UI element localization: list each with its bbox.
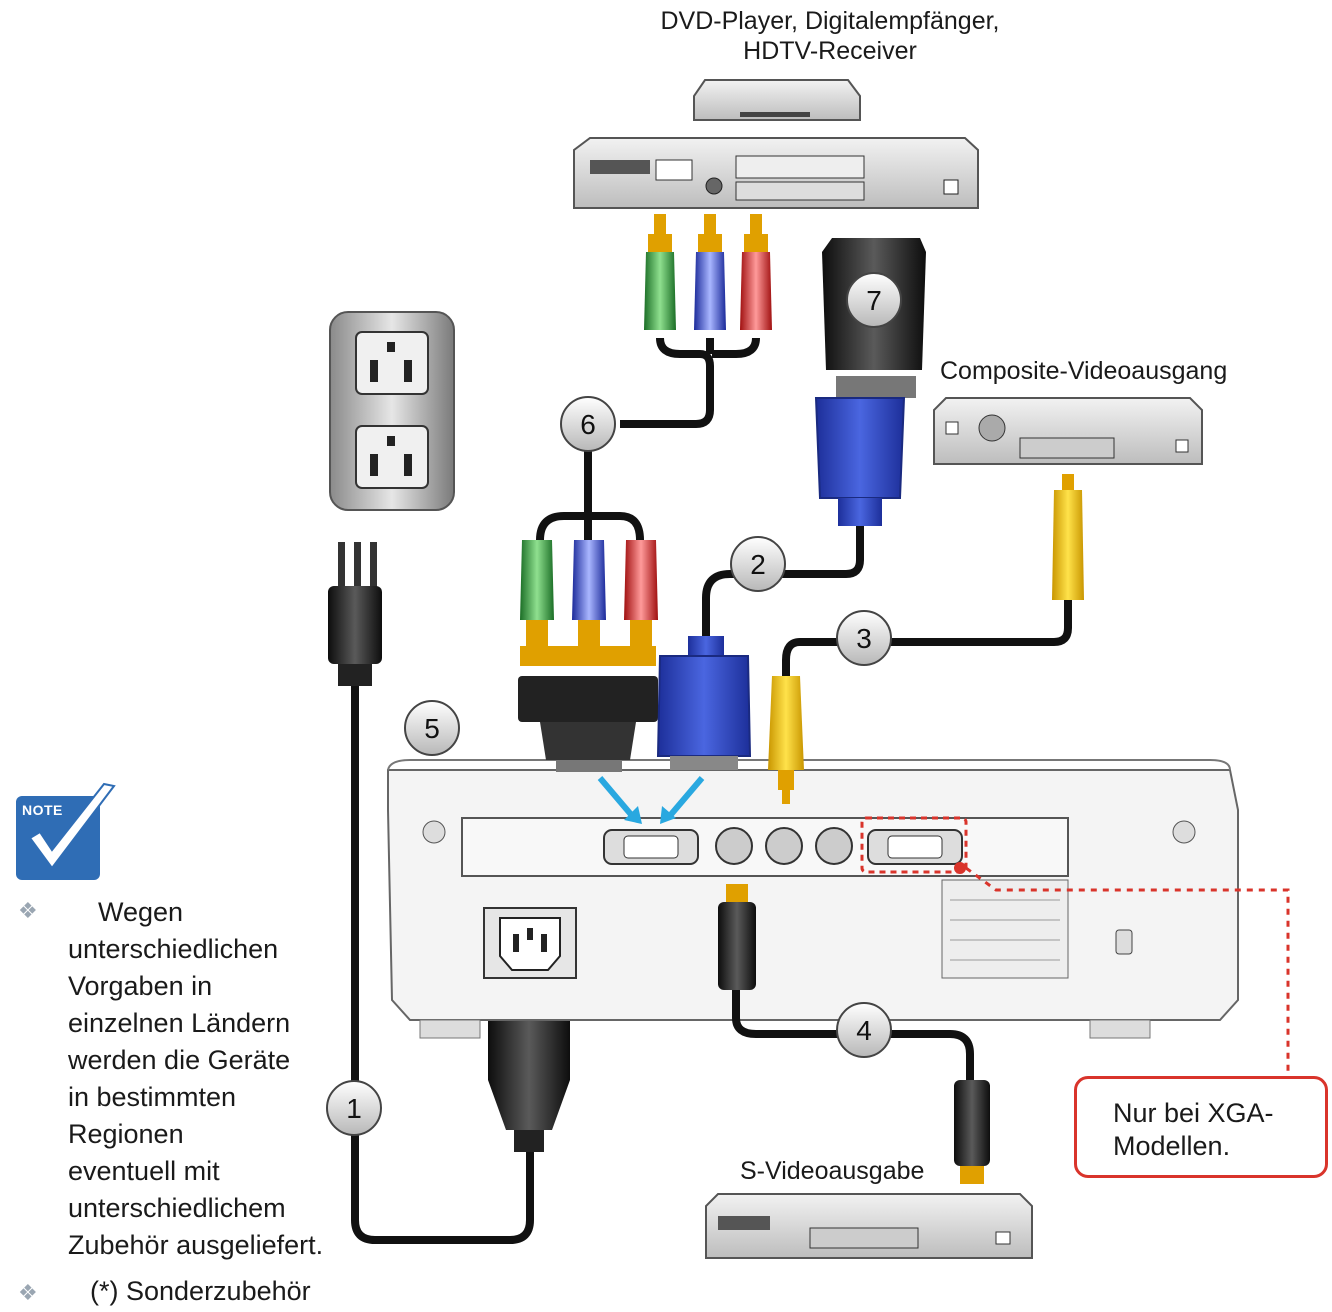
- dvd-player-icon: [693, 79, 861, 121]
- composite-video-device-icon: [933, 397, 1203, 465]
- xga-callout-line-2: Modellen.: [1113, 1131, 1231, 1161]
- composite-cable: [782, 600, 1072, 676]
- xga-dashed-leader: [965, 866, 1290, 1076]
- note-line-5: werden die Geräte: [68, 1045, 291, 1075]
- arrow-component-to-port: [597, 776, 637, 820]
- rca-green-plug-bottom: [520, 540, 554, 646]
- note-line-2: unterschiedlichen: [68, 934, 279, 964]
- rca-red-plug-bottom: [624, 540, 658, 646]
- note-line-1: Wegen: [98, 897, 184, 927]
- xga-port-highlight: [860, 816, 968, 874]
- arrow-component-head: [624, 806, 642, 824]
- vga-connector-bottom-icon: [656, 636, 752, 770]
- power-connector-icon: [488, 990, 570, 1152]
- component-vga-adapter-icon: [518, 646, 658, 772]
- svideo-label: S-Videoausgabe: [740, 1157, 925, 1185]
- xga-highlight-dot: [954, 862, 966, 874]
- cable-number-5: 5: [404, 700, 460, 756]
- cable-number-2: 2: [730, 536, 786, 592]
- note-badge-label: NOTE: [22, 802, 63, 818]
- cable-number-4: 4: [836, 1002, 892, 1058]
- rca-yellow-plug-top: [1052, 474, 1084, 600]
- svg-text:6: 6: [580, 409, 596, 440]
- note-line-10: Zubehör ausgeliefert.: [68, 1230, 324, 1260]
- xga-callout-line-1: Nur bei XGA-: [1113, 1098, 1274, 1128]
- note-icon: [16, 782, 116, 880]
- svg-text:4: 4: [856, 1015, 872, 1046]
- svg-text:1: 1: [346, 1093, 362, 1124]
- note-line-7: Regionen: [68, 1119, 184, 1149]
- dvd-receiver-label: DVD-Player, Digitalempfänger, HDTV-Recei…: [620, 6, 1040, 66]
- dvd-label-line-1: DVD-Player, Digitalempfänger,: [660, 7, 1000, 35]
- power-cable: [351, 686, 534, 1244]
- component-cable-split: [536, 512, 644, 541]
- rca-yellow-plug-bottom: [768, 676, 804, 804]
- power-plug-icon: [328, 542, 382, 686]
- svideo-device-icon: [705, 1193, 1033, 1259]
- accessory-note: (*) Sonderzubehör: [90, 1276, 311, 1306]
- projector-icon: [387, 759, 1239, 1039]
- rca-green-plug-top: [644, 214, 676, 330]
- hdtv-receiver-icon: [573, 137, 979, 209]
- cable-number-3: 3: [836, 610, 892, 666]
- note-line-9: unterschiedlichem: [68, 1193, 286, 1223]
- xga-callout-box: Nur bei XGA- Modellen.: [1074, 1076, 1328, 1178]
- wall-outlet-icon: [329, 311, 455, 511]
- component-cable-c: [712, 337, 760, 358]
- rca-blue-plug-top: [694, 214, 726, 330]
- svg-text:5: 5: [424, 713, 440, 744]
- svg-text:3: 3: [856, 623, 872, 654]
- cable-number-1: 1: [326, 1080, 382, 1136]
- composite-video-label: Composite-Videoausgang: [940, 357, 1228, 385]
- rca-red-plug-top: [740, 214, 772, 330]
- note-line-6: in bestimmten: [68, 1082, 237, 1112]
- accessory-bullet-icon: ❖: [18, 1280, 38, 1305]
- note-line-4: einzelnen Ländern: [68, 1008, 291, 1038]
- note-bullet-icon: ❖: [18, 898, 38, 923]
- cable-number-7: 7: [846, 272, 902, 328]
- svideo-plug-bottom: [954, 1080, 990, 1184]
- arrow-vga-head: [660, 806, 676, 824]
- vga-cable: [702, 526, 864, 640]
- svg-text:7: 7: [866, 285, 882, 316]
- dvd-label-line-2: HDTV-Receiver: [743, 37, 917, 65]
- note-line-3: Vorgaben in: [68, 971, 213, 1001]
- rca-blue-plug-bottom: [572, 540, 606, 646]
- svg-text:2: 2: [750, 549, 766, 580]
- arrow-vga-to-port: [665, 776, 705, 820]
- svideo-plug-top: [718, 884, 756, 990]
- component-cable: [620, 337, 714, 428]
- note-line-8: eventuell mit: [68, 1156, 220, 1186]
- note-text: Wegen unterschiedlichen Vorgaben in einz…: [68, 894, 368, 1264]
- cable-number-6: 6: [560, 396, 616, 452]
- vga-connector-top-icon: [814, 397, 906, 526]
